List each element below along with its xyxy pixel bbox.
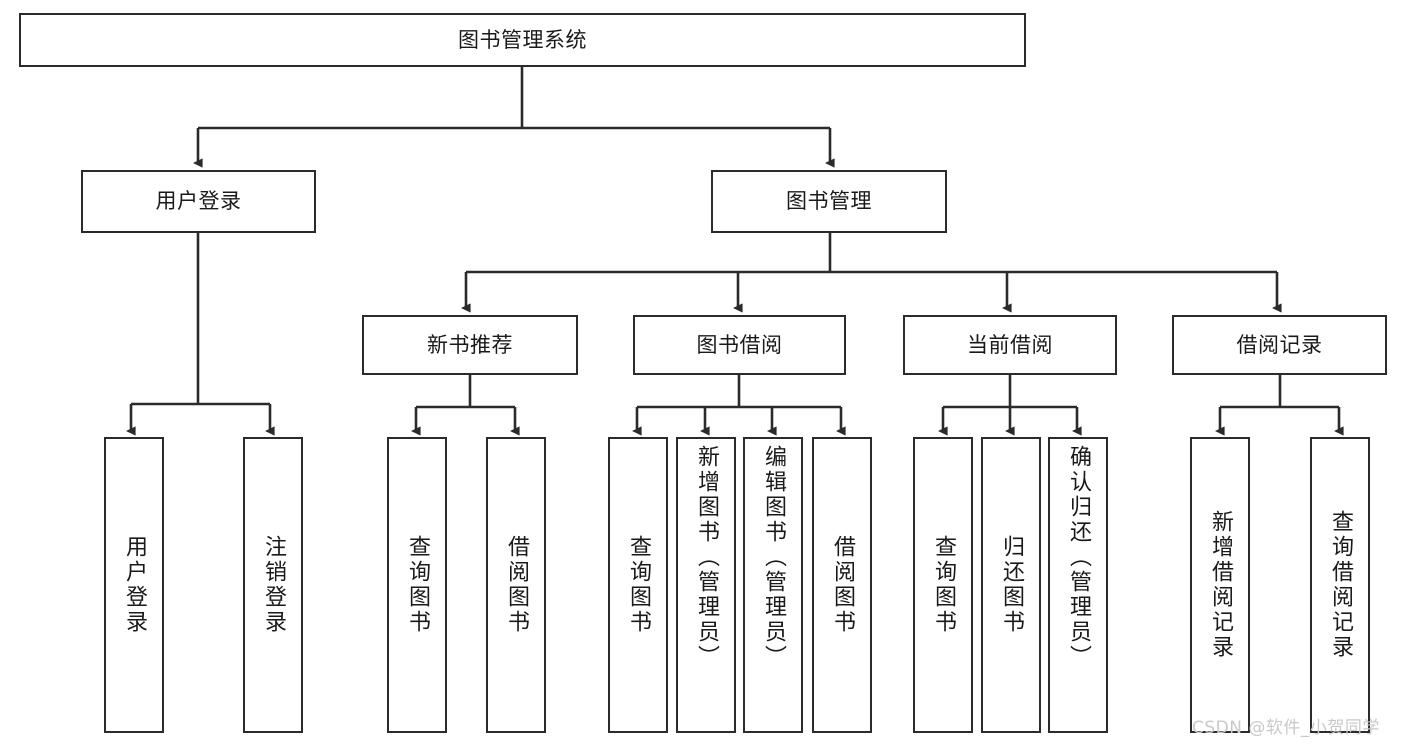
node-label: 新书推荐 bbox=[427, 332, 513, 357]
node-label: 归还图书 bbox=[999, 535, 1024, 635]
node-current-borrow[interactable]: 当前借阅 bbox=[903, 315, 1117, 375]
node-book-borrow[interactable]: 图书借阅 bbox=[633, 315, 846, 375]
watermark-csdn: CSDN @软件_小贺同学 bbox=[1192, 718, 1380, 738]
node-leaf-borrow-book[interactable]: 借阅图书 bbox=[812, 437, 872, 733]
node-label: 用户登录 bbox=[122, 535, 147, 635]
node-user-login[interactable]: 用户登录 bbox=[81, 170, 316, 233]
node-new-book-recommend[interactable]: 新书推荐 bbox=[362, 315, 578, 375]
node-borrow-record[interactable]: 借阅记录 bbox=[1172, 315, 1387, 375]
node-label: 用户登录 bbox=[155, 189, 242, 214]
node-label: 查询借阅记录 bbox=[1328, 510, 1353, 660]
node-leaf-return-book[interactable]: 归还图书 bbox=[981, 437, 1041, 733]
node-label: 查询图书 bbox=[405, 535, 430, 635]
node-leaf-borrow-book-recommend[interactable]: 借阅图书 bbox=[486, 437, 546, 733]
node-label: 当前借阅 bbox=[967, 332, 1053, 357]
node-label: 新增图书（管理员） bbox=[694, 445, 719, 670]
node-book-management[interactable]: 图书管理 bbox=[711, 170, 947, 233]
node-leaf-query-book-borrow[interactable]: 查询图书 bbox=[608, 437, 668, 733]
node-label: 查询图书 bbox=[931, 535, 956, 635]
node-leaf-edit-book-admin[interactable]: 编辑图书（管理员） bbox=[743, 437, 803, 733]
node-label: 图书管理系统 bbox=[458, 27, 587, 52]
node-label: 新增借阅记录 bbox=[1208, 510, 1233, 660]
node-label: 借阅图书 bbox=[830, 535, 855, 635]
node-leaf-query-borrow-record[interactable]: 查询借阅记录 bbox=[1310, 437, 1370, 733]
node-label: 编辑图书（管理员） bbox=[761, 445, 786, 670]
node-label: 借阅记录 bbox=[1236, 332, 1323, 357]
node-label: 图书管理 bbox=[786, 189, 872, 214]
node-root-book-management-system[interactable]: 图书管理系统 bbox=[19, 13, 1026, 67]
node-label: 注销登录 bbox=[261, 535, 286, 635]
node-label: 借阅图书 bbox=[504, 535, 529, 635]
node-leaf-query-book-recommend[interactable]: 查询图书 bbox=[387, 437, 447, 733]
node-leaf-add-borrow-record[interactable]: 新增借阅记录 bbox=[1190, 437, 1250, 733]
node-leaf-add-book-admin[interactable]: 新增图书（管理员） bbox=[676, 437, 736, 733]
node-leaf-logout-login[interactable]: 注销登录 bbox=[243, 437, 303, 733]
node-label: 查询图书 bbox=[626, 535, 651, 635]
node-leaf-query-book-current[interactable]: 查询图书 bbox=[913, 437, 973, 733]
node-label: 确认归还（管理员） bbox=[1066, 445, 1091, 670]
node-leaf-confirm-return-admin[interactable]: 确认归还（管理员） bbox=[1048, 437, 1108, 733]
node-leaf-user-login[interactable]: 用户登录 bbox=[104, 437, 164, 733]
node-label: 图书借阅 bbox=[696, 332, 783, 357]
